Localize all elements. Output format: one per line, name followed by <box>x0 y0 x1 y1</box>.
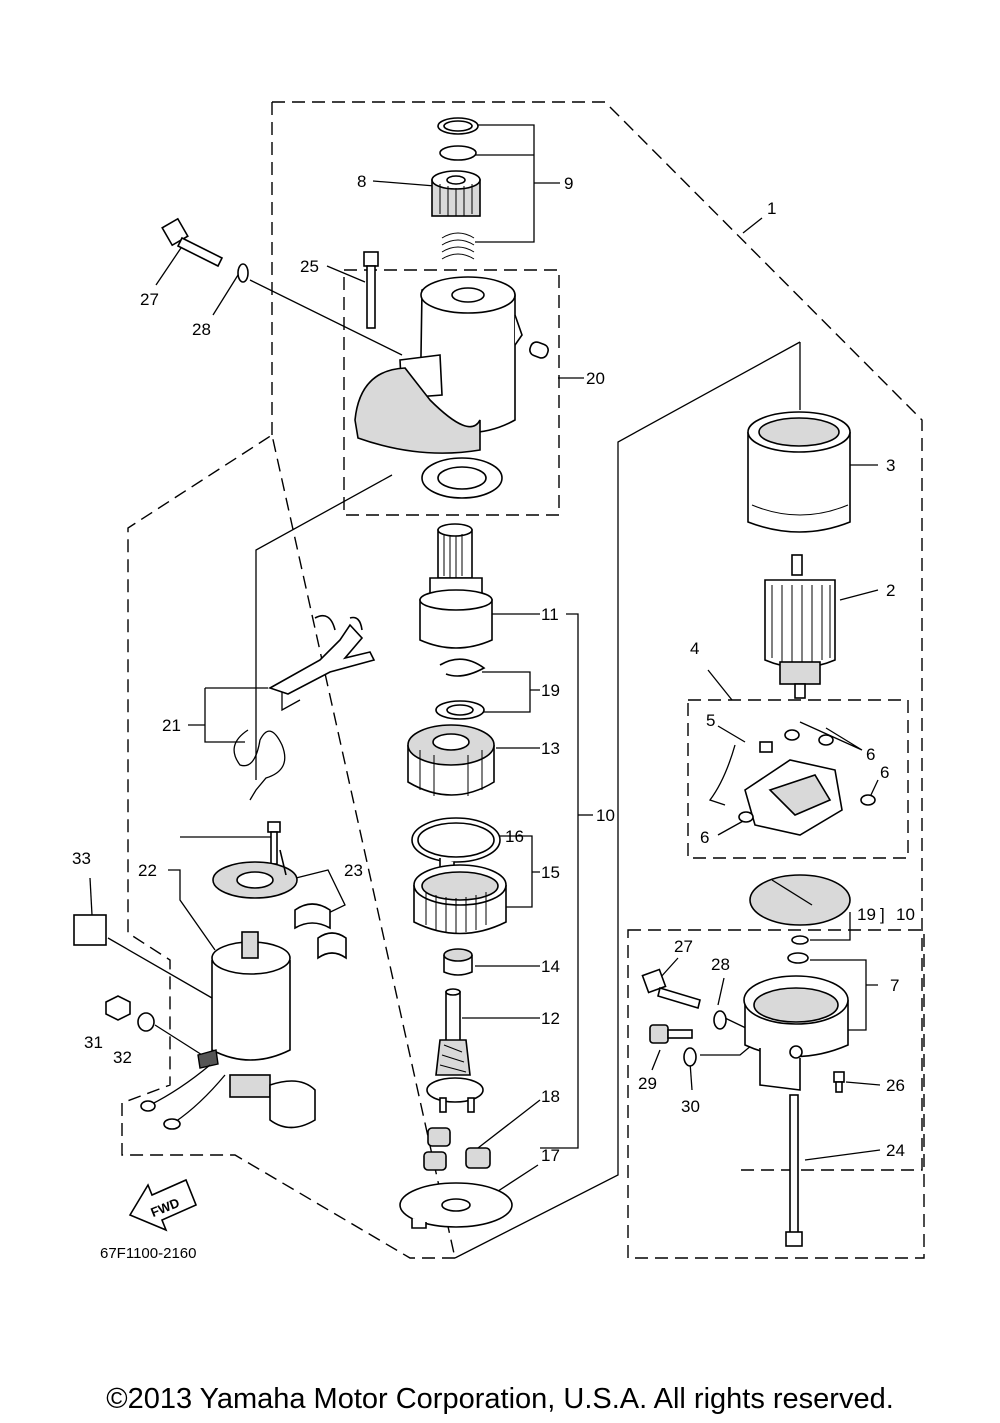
callout-4: 4 <box>690 639 699 658</box>
part-18-planet-gears <box>423 1127 491 1171</box>
brush-holder-box <box>687 699 909 859</box>
part-2-armature <box>764 554 836 699</box>
callout-7: 7 <box>890 976 899 995</box>
part-16-ring <box>411 817 501 871</box>
part-14-bushing <box>443 948 473 976</box>
callout-10b: 10 <box>896 905 915 924</box>
callout-8: 8 <box>357 172 366 191</box>
callout-17: 17 <box>541 1146 560 1165</box>
callout-6a: 6 <box>866 745 875 764</box>
callout-14: 14 <box>541 957 560 976</box>
drawing-code: 67F1100-2160 <box>100 1245 196 1262</box>
part-26-screw <box>833 1071 845 1093</box>
part-22-screw-plate <box>212 821 298 899</box>
callout-12: 12 <box>541 1009 560 1028</box>
callout-15: 15 <box>541 863 560 882</box>
callout-2: 2 <box>886 581 895 600</box>
part-23-pads <box>294 903 347 960</box>
part-27-bolt-top <box>161 217 249 283</box>
part-9-pinion-stop-set <box>437 117 479 260</box>
part-13-gear-housing <box>407 724 495 796</box>
part-12-planetary-shaft <box>426 988 484 1113</box>
callout-labels: 1 2 3 4 5 6 6 6 6 7 8 9 10 10 11 12 13 1… <box>72 172 915 1165</box>
callout-18: 18 <box>541 1087 560 1106</box>
part-starter-motor <box>140 931 316 1130</box>
callout-33: 33 <box>72 849 91 868</box>
callout-29: 29 <box>638 1074 657 1093</box>
callout-bracket-19-10: ] <box>880 905 885 924</box>
callout-26: 26 <box>886 1076 905 1095</box>
callout-25: 25 <box>300 257 319 276</box>
part-4-brush-holder <box>708 729 876 836</box>
part-15-internal-gear <box>413 864 507 935</box>
part-19-clip-washer <box>435 658 486 720</box>
bracket-group-box <box>343 269 560 516</box>
callout-16: 16 <box>505 827 524 846</box>
callout-19b: 19 <box>857 905 876 924</box>
callout-21: 21 <box>162 716 181 735</box>
part-21-shift-fork <box>233 614 376 801</box>
callout-6b: 6 <box>880 763 889 782</box>
callout-11: 11 <box>541 605 559 624</box>
copyright-notice: ©2013 Yamaha Motor Corporation, U.S.A. A… <box>106 1383 894 1415</box>
end-cover-box <box>627 929 925 1259</box>
callout-31: 31 <box>84 1033 103 1052</box>
part-25-bolt <box>363 251 379 329</box>
part-32-washer <box>137 1012 155 1032</box>
part-24-through-bolt <box>785 1094 803 1247</box>
part-33-label <box>73 914 107 946</box>
part-27-bolt-right <box>641 968 727 1030</box>
callout-32: 32 <box>113 1048 132 1067</box>
part-8-pinion <box>431 170 481 217</box>
callout-9: 9 <box>564 174 573 193</box>
callout-24: 24 <box>886 1141 905 1160</box>
part-20-front-bracket <box>354 276 549 499</box>
part-drawings <box>73 117 876 1247</box>
callout-30: 30 <box>681 1097 700 1116</box>
callout-27b: 27 <box>674 937 693 956</box>
callout-22: 22 <box>138 861 157 880</box>
callout-23: 23 <box>344 861 363 880</box>
assembly-boundaries <box>121 101 925 1259</box>
part-11-drive-shaft <box>419 523 493 649</box>
part-19-plate-right <box>749 874 851 945</box>
callout-19a: 19 <box>541 681 560 700</box>
part-3-yoke <box>747 411 851 533</box>
callout-28b: 28 <box>711 955 730 974</box>
callout-20: 20 <box>586 369 605 388</box>
part-31-nut <box>105 995 131 1021</box>
callout-10a: 10 <box>596 806 615 825</box>
callout-27a: 27 <box>140 290 159 309</box>
leader-lines <box>89 124 881 1259</box>
callout-3: 3 <box>886 456 895 475</box>
part-17-plate <box>399 1182 513 1229</box>
callout-1: 1 <box>767 199 776 218</box>
callout-5: 5 <box>706 711 715 730</box>
callout-28a: 28 <box>192 320 211 339</box>
part-29-bolt <box>649 1024 693 1044</box>
callout-13: 13 <box>541 739 560 758</box>
fwd-arrow-icon <box>128 1178 198 1232</box>
callout-6c: 6 <box>700 828 709 847</box>
part-30-washer <box>683 1047 697 1067</box>
part-7-end-cover <box>743 952 849 1091</box>
